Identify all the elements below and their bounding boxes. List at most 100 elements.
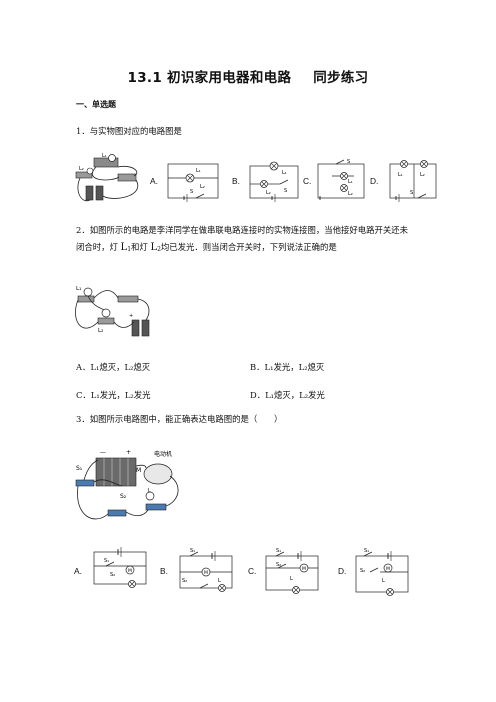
label-s2: S₂ xyxy=(276,562,281,568)
q1-circuit-d[interactable]: L₁ L₂ S xyxy=(384,158,442,204)
label-l1: L₁ xyxy=(282,170,287,176)
label-s1: S₁ xyxy=(276,548,281,554)
label-s1: S₁ xyxy=(364,548,369,554)
title-main: 13.1 初识家用电器和电路 xyxy=(127,70,292,86)
switch-icon xyxy=(279,179,289,185)
label-s2: S₂ xyxy=(360,568,365,574)
q2-option-c[interactable]: C．L₁发光，L₂发光 xyxy=(76,390,151,400)
battery-icon xyxy=(131,319,140,337)
wires xyxy=(75,290,150,329)
label-s: S xyxy=(190,189,193,195)
switch-icon xyxy=(369,567,379,573)
label-l: L xyxy=(290,576,293,582)
label-l2: L₂ xyxy=(420,172,425,178)
switch-board xyxy=(75,171,93,179)
label-l: L xyxy=(148,488,151,494)
svg-text:M: M xyxy=(204,570,208,576)
q2-physical-figure: L₁ L₂ + xyxy=(75,286,150,337)
motor-icon xyxy=(383,563,393,573)
battery-icon xyxy=(95,185,104,201)
label-s2: S₂ xyxy=(110,572,115,578)
svg-text:M: M xyxy=(386,566,390,572)
battery-pack-icon xyxy=(95,457,137,487)
q2-stem-line1: 2．如图所示的电路是李洋同学在做串联电路连接时的实物连接图，当他接好电路开关还未 xyxy=(76,225,408,235)
svg-text:M: M xyxy=(302,566,306,572)
q1-option-c[interactable]: C. xyxy=(303,176,312,186)
label-l1: L₁ xyxy=(196,168,201,174)
wires xyxy=(77,459,179,520)
q1-option-d[interactable]: D. xyxy=(370,176,379,186)
q2-stem: 2．如图所示的电路是李洋同学在做串联电路连接时的实物连接图，当他接好电路开关还未… xyxy=(76,222,468,258)
switch-icon xyxy=(363,551,373,557)
bulb-icon xyxy=(83,287,93,297)
switch-icon xyxy=(417,193,427,199)
switch-icon xyxy=(195,193,205,199)
label-s: S xyxy=(347,159,350,165)
label-motor: 电动机 xyxy=(154,450,172,458)
q2-option-a[interactable]: A．L₁熄灭，L₂熄灭 xyxy=(76,362,151,372)
q1-option-b[interactable]: B. xyxy=(232,176,240,186)
q1-physical-figure: L₁ L₂ xyxy=(75,153,139,202)
label-s2: S₂ xyxy=(120,493,127,500)
switch-icon xyxy=(105,561,115,567)
q3-circuit-b[interactable]: S₁ M S₂ L xyxy=(174,544,238,592)
bulb-icon xyxy=(145,491,155,501)
motor-icon xyxy=(201,567,211,577)
q1-circuit-c[interactable]: S L₁ L₂ xyxy=(314,158,370,204)
q3-physical-figure: — + 电动机 M S₁ S₂ L xyxy=(75,449,179,520)
q1-circuit-a[interactable]: L₁ S L₂ xyxy=(162,160,224,204)
switch-icon xyxy=(275,551,285,557)
label-s2: S₂ xyxy=(182,578,187,584)
switch-icon xyxy=(75,479,95,487)
battery-icon xyxy=(141,319,150,337)
wires xyxy=(77,165,139,202)
q3-stem: 3．如图所示电路图中，能正确表达电路图的是（ ） xyxy=(76,414,283,424)
q2-option-d[interactable]: D．L₁熄灭，L₂发光 xyxy=(250,390,325,400)
motor-icon xyxy=(125,565,135,575)
battery-icon xyxy=(85,185,94,201)
q3-option-d[interactable]: D. xyxy=(338,566,347,576)
switch-icon xyxy=(277,563,287,569)
switch-icon xyxy=(199,583,209,589)
label-s: S xyxy=(410,190,413,196)
svg-text:M: M xyxy=(128,568,132,574)
switch-icon xyxy=(117,295,139,303)
q3-option-b[interactable]: B. xyxy=(160,566,168,576)
q1-circuit-b[interactable]: L₁ L₂ S xyxy=(244,160,304,204)
label-l: L xyxy=(382,578,385,584)
q1-option-a[interactable]: A. xyxy=(150,176,158,186)
label-l2: L₂ xyxy=(266,190,271,196)
label-l2: L₂ xyxy=(348,191,353,197)
switch-icon xyxy=(335,159,345,165)
switch-icon xyxy=(107,509,127,517)
label-l2: L₂ xyxy=(98,328,103,334)
label-s: S xyxy=(284,188,287,194)
label-s1: S₁ xyxy=(104,558,109,564)
page-title: 13.1 初识家用电器和电路 同步练习 xyxy=(0,66,496,86)
q3-option-a[interactable]: A. xyxy=(74,566,82,576)
title-sub: 同步练习 xyxy=(313,70,369,86)
switch-icon xyxy=(117,173,137,182)
label-s1: S₁ xyxy=(76,465,83,472)
q3-option-c[interactable]: C. xyxy=(248,566,257,576)
svg-text:+: + xyxy=(129,313,133,319)
label-s1: S₁ xyxy=(190,548,195,554)
q2-option-b[interactable]: B．L₁发光，L₂熄灭 xyxy=(250,362,325,372)
q3-circuit-a[interactable]: S₁ M S₂ xyxy=(88,546,152,590)
q3-circuit-d[interactable]: S₁ S₂ M L xyxy=(350,544,414,596)
q1-stem: 1．与实物图对应的电路图是 xyxy=(76,126,182,136)
section-heading: 一、单选题 xyxy=(76,100,116,109)
bulb-icon xyxy=(101,308,111,318)
q3-circuit-c[interactable]: S₁ S₂ M L xyxy=(260,544,324,594)
label-plus: + xyxy=(126,449,131,456)
motor-icon xyxy=(143,463,173,485)
switch-icon xyxy=(189,551,199,557)
label-m: M xyxy=(136,467,141,474)
label-l1: L₁ xyxy=(76,286,81,292)
label-l2: L₂ xyxy=(200,184,205,190)
label-minus: — xyxy=(100,449,106,456)
label-l: L₁ xyxy=(102,153,107,159)
q2-stem-line2: 闭合时，灯 L1和灯 L2均已发光．则当闭合开关时，下列说法正确的是 xyxy=(76,242,337,253)
label-l: L xyxy=(218,578,221,584)
lamp-board xyxy=(93,157,119,168)
